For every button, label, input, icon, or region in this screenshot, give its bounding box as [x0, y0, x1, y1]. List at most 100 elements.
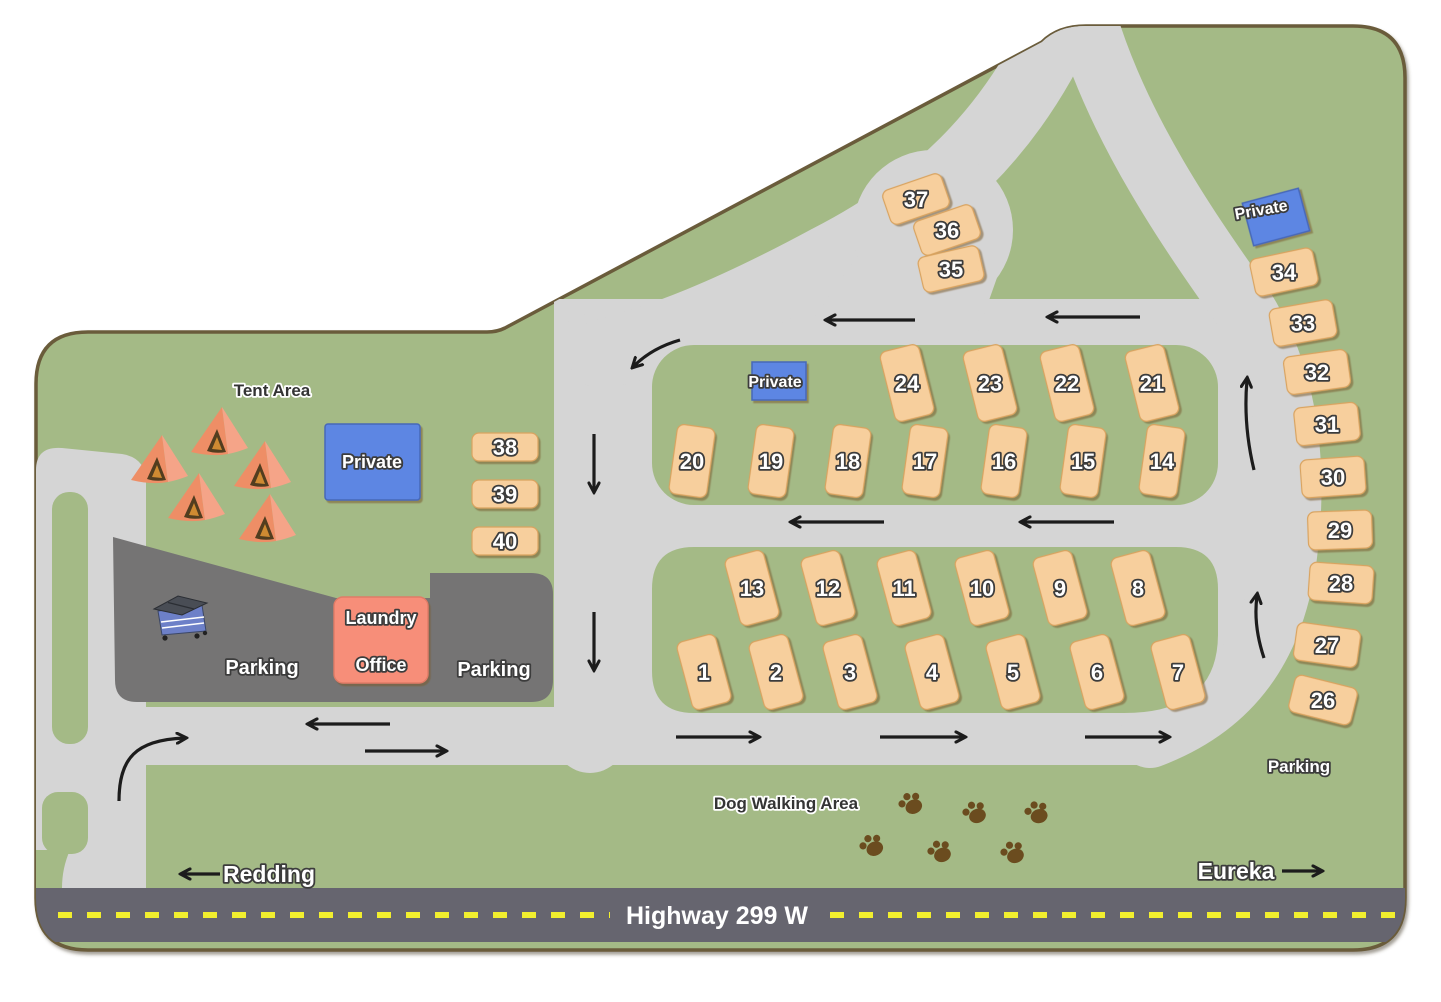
site-12: [800, 549, 856, 627]
dog-walking-area-label: Dog Walking Area: [714, 794, 859, 813]
tent-icon-3: [234, 441, 291, 490]
site-35: [917, 245, 985, 293]
paw-print-icon-4: [859, 834, 884, 856]
tent-icon-5: [239, 494, 296, 543]
site-10: [954, 549, 1010, 627]
site-number-40: 40: [493, 529, 517, 554]
site-2: [748, 633, 804, 711]
site-number-6: 6: [1091, 660, 1103, 685]
site-36: [913, 204, 981, 256]
private-area-northeast: Private: [1232, 187, 1311, 247]
site-number-19: 19: [759, 449, 783, 474]
site-number-14: 14: [1150, 449, 1175, 474]
private-mid-label: Private: [748, 374, 801, 391]
redding-label: Redding: [223, 861, 315, 887]
paw-print-icon-2: [962, 801, 986, 824]
site-number-12: 12: [816, 576, 840, 601]
turn-arrow-junction: [634, 338, 681, 366]
eureka-label: Eureka: [1198, 858, 1275, 884]
site-number-16: 16: [992, 449, 1016, 474]
private-area-mid: Private: [747, 361, 807, 401]
tent-icon-1: [131, 435, 188, 484]
site-number-36: 36: [935, 218, 959, 243]
site-number-39: 39: [493, 482, 517, 507]
site-number-17: 17: [913, 449, 937, 474]
up-arrow-east-road-2: [1256, 596, 1266, 659]
up-arrow-east-road-1: [1246, 380, 1256, 471]
site-18: [824, 424, 872, 498]
site-number-23: 23: [978, 371, 1002, 396]
parking-east-label: Parking: [1268, 757, 1330, 776]
site-number-22: 22: [1055, 371, 1079, 396]
dog-paw-prints: [859, 792, 1048, 864]
tent-area-tents: [131, 407, 296, 543]
west-median-north: [52, 492, 88, 744]
site-number-9: 9: [1054, 576, 1066, 601]
site-number-34: 34: [1272, 260, 1297, 285]
site-20: [668, 424, 716, 498]
site-31: [1293, 401, 1361, 447]
site-24: [879, 344, 935, 422]
site-40: [471, 526, 539, 556]
site-number-30: 30: [1321, 465, 1345, 490]
highway: [36, 888, 1405, 942]
traffic-arrows: [117, 317, 1320, 874]
site-9: [1032, 549, 1088, 627]
site-3: [822, 633, 878, 711]
parking-center-label: Parking: [457, 659, 530, 681]
dumpster-icon: [152, 595, 209, 641]
north-diagonal-road: [568, 26, 1100, 389]
laundry-label: Laundry: [345, 608, 416, 628]
site-number-24: 24: [895, 371, 920, 396]
site-number-7: 7: [1172, 660, 1184, 685]
site-37: [882, 173, 950, 225]
laundry-office-building: Laundry Office: [333, 596, 429, 684]
site-29: [1306, 509, 1374, 551]
private-area-tent: Private: [324, 423, 421, 501]
paw-print-icon-6: [1000, 841, 1024, 864]
site-27: [1292, 622, 1362, 668]
site-14: [1138, 424, 1186, 498]
site-23: [962, 344, 1018, 422]
site-number-4: 4: [926, 660, 939, 685]
entrance-turn-arrow: [117, 738, 184, 802]
site-number-1: 1: [698, 660, 710, 685]
site-number-31: 31: [1315, 412, 1339, 437]
site-number-35: 35: [939, 257, 963, 282]
site-number-11: 11: [892, 576, 915, 601]
site-17: [901, 424, 949, 498]
site-13: [724, 549, 780, 627]
site-33: [1268, 299, 1338, 347]
site-1: [676, 633, 732, 711]
tent-icon-4: [168, 473, 225, 522]
site-34: [1249, 247, 1319, 297]
site-26: [1288, 674, 1358, 726]
site-number-2: 2: [770, 660, 782, 685]
site-number-21: 21: [1140, 371, 1164, 396]
tent-area-label: Tent Area: [234, 381, 311, 400]
site-number-10: 10: [970, 576, 994, 601]
site-number-33: 33: [1291, 311, 1315, 336]
paw-print-icon-5: [927, 840, 951, 863]
site-30: [1299, 455, 1367, 499]
site-19: [747, 424, 795, 498]
east-road: [1054, 26, 1322, 768]
site-4: [904, 633, 960, 711]
tent-icon-2: [191, 407, 248, 456]
site-number-18: 18: [836, 449, 860, 474]
private-tent-label: Private: [342, 452, 402, 472]
site-number-5: 5: [1007, 660, 1019, 685]
site-number-37: 37: [904, 187, 928, 212]
site-28: [1307, 561, 1375, 605]
site-number-20: 20: [680, 449, 704, 474]
site-6: [1069, 633, 1125, 711]
office-label: Office: [355, 655, 406, 675]
site-15: [1059, 424, 1107, 498]
west-corner-green: [36, 850, 70, 888]
site-number-3: 3: [844, 660, 856, 685]
paw-print-icon-3: [1024, 801, 1048, 824]
site-number-15: 15: [1071, 449, 1095, 474]
site-39: [471, 479, 539, 509]
